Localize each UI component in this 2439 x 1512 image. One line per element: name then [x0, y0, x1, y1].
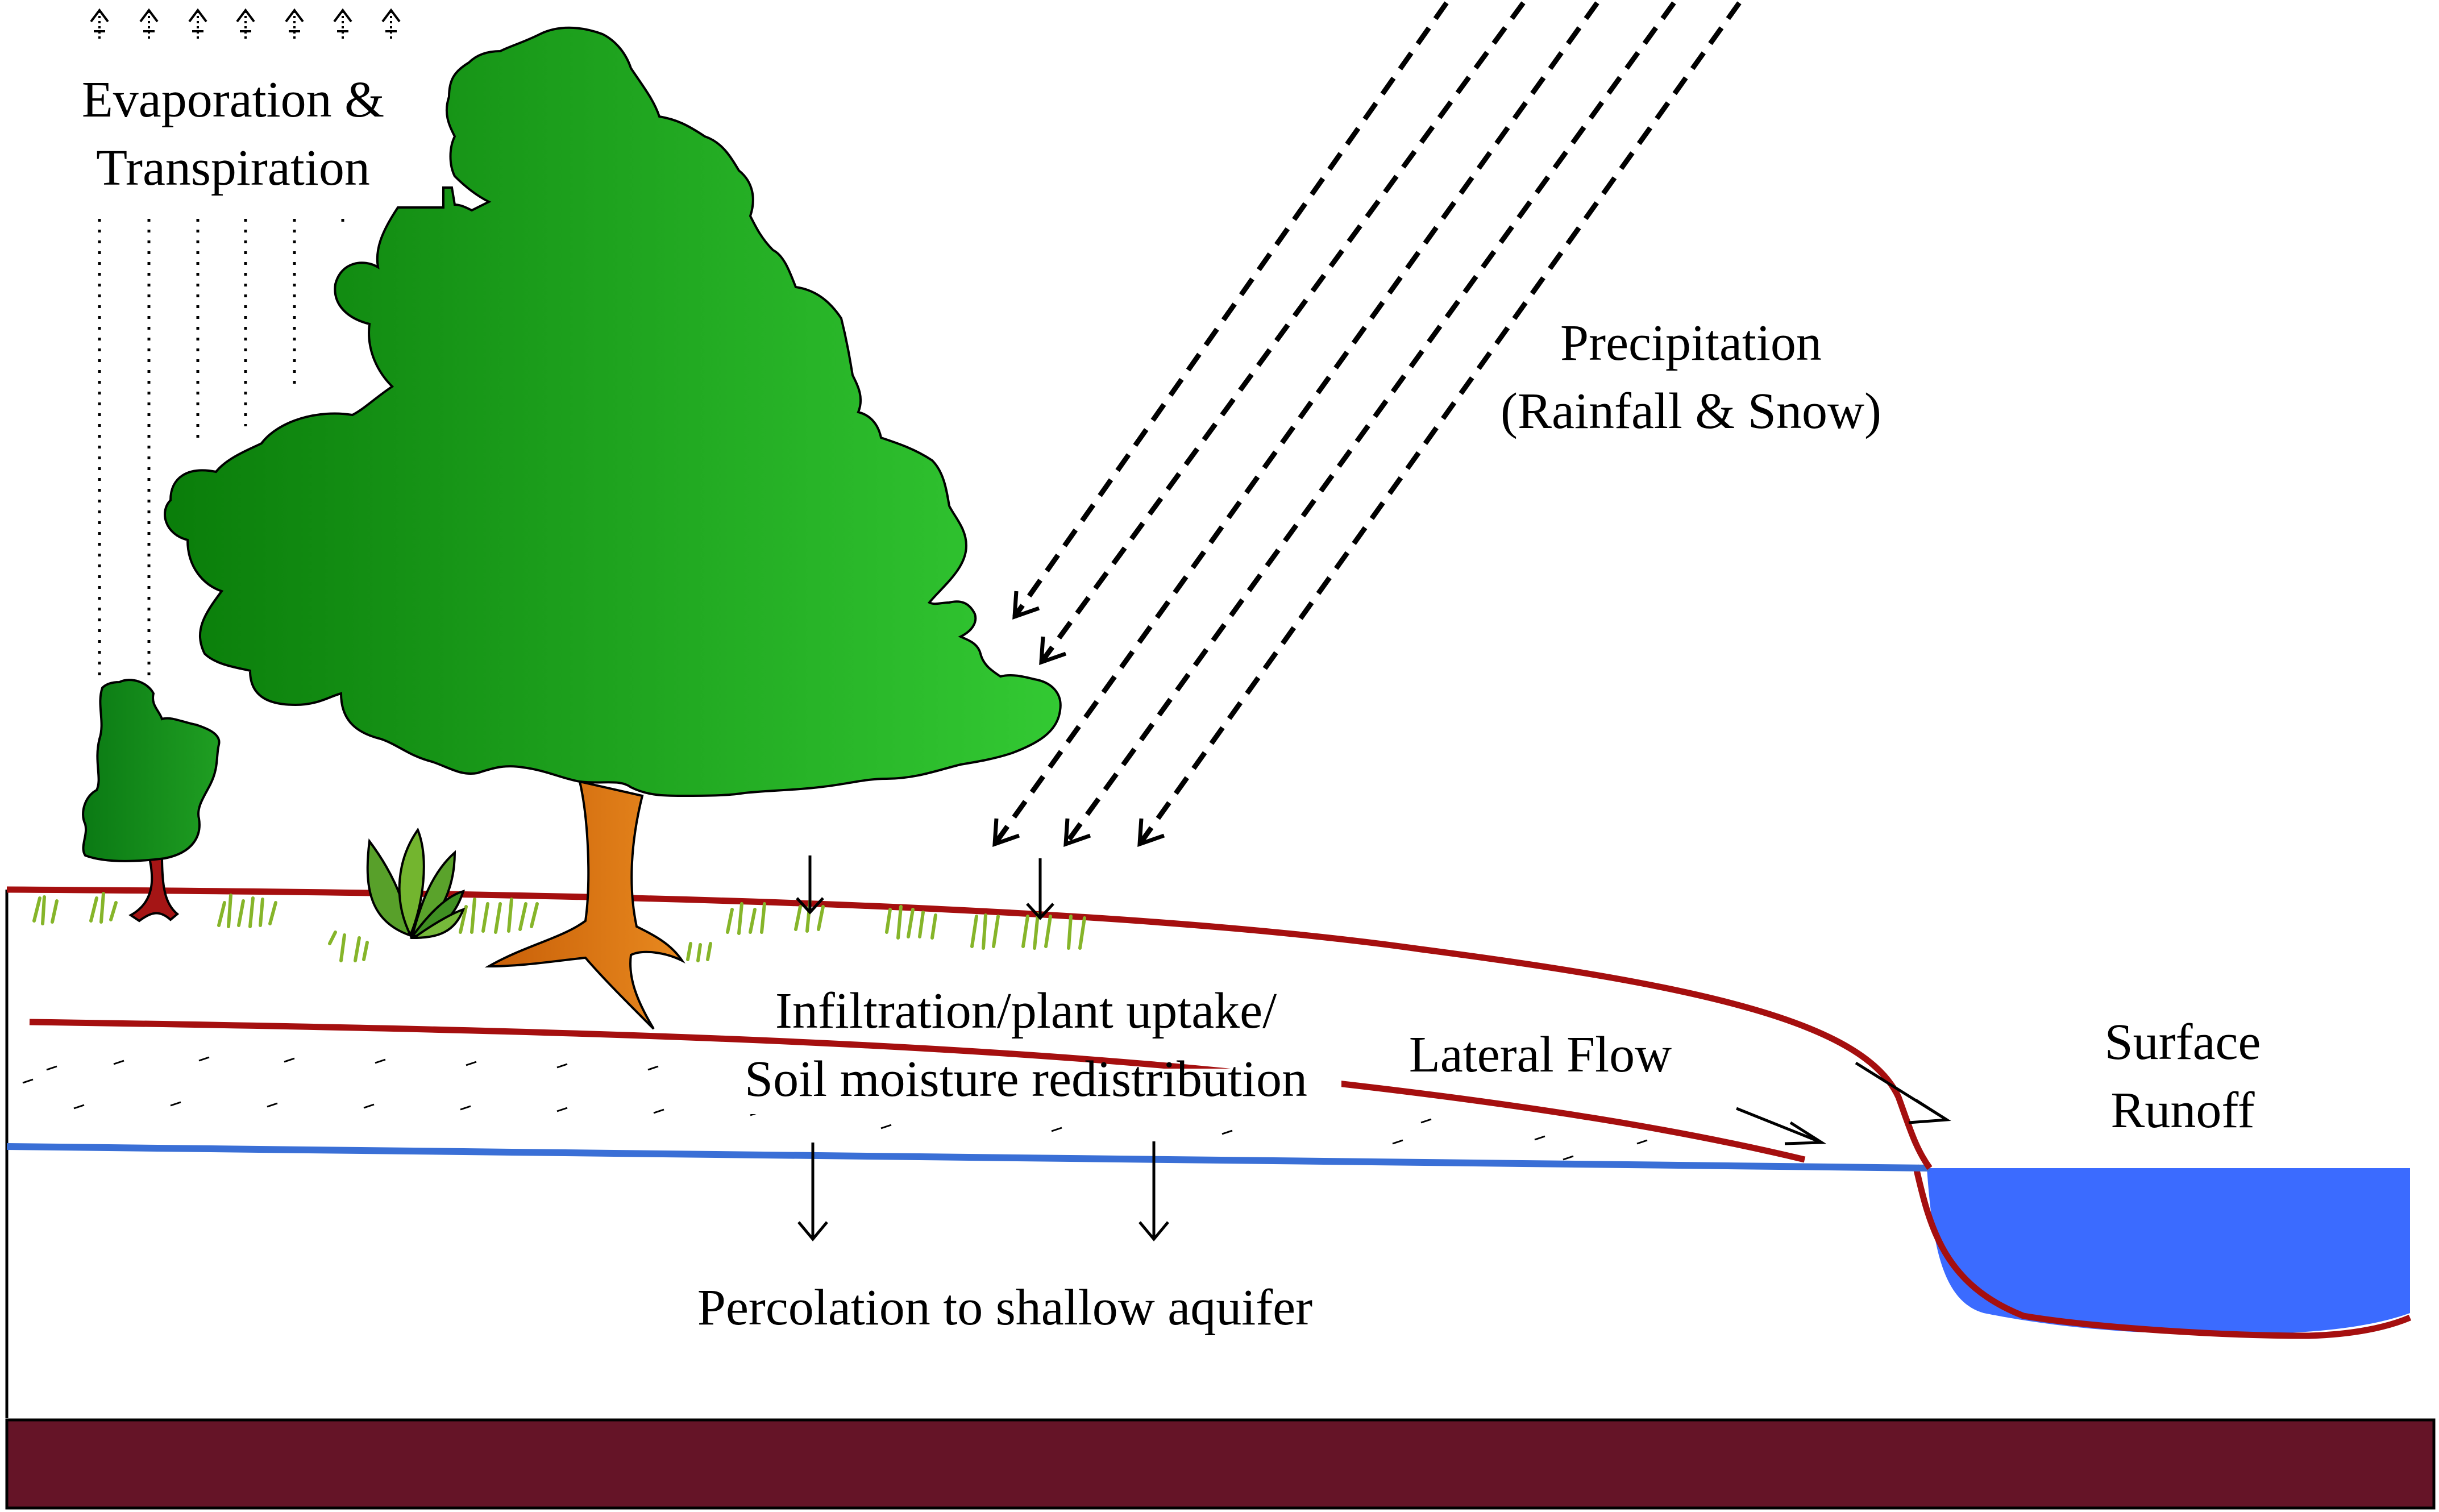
- surface-runoff-label-line1: Surface: [2105, 1014, 2261, 1070]
- small-plant: [366, 827, 466, 940]
- surface-runoff-arrow: [1855, 1061, 1951, 1124]
- infiltration-label-backdrop: [699, 1069, 1341, 1114]
- surface-runoff-label-line2: Runoff: [2110, 1082, 2254, 1139]
- precipitation-arrowheads: [992, 591, 1165, 848]
- precipitation-arrows: [992, 1, 1742, 846]
- shrub: [82, 679, 221, 923]
- tree-trunk: [484, 780, 685, 1030]
- tree-canopy: [164, 26, 1062, 797]
- infiltration-label-line1: Infiltration/plant uptake/: [775, 983, 1277, 1039]
- evaporation-flux-lines: [98, 219, 344, 676]
- surface-water-body: [1927, 1168, 2410, 1335]
- infiltration-arrows: [796, 855, 1054, 920]
- root-zone-boundary-line: [29, 1019, 1806, 1163]
- water-table-line: [6, 1143, 1930, 1172]
- lateral-flow-label: Lateral Flow: [1409, 1027, 1672, 1083]
- infiltration-label-line2: Soil moisture redistribution: [745, 1051, 1307, 1107]
- bedrock-layer: [5, 1418, 2436, 1510]
- precipitation-label-line1: Precipitation: [1560, 315, 1822, 371]
- precipitation-label-line2: (Rainfall & Snow): [1501, 383, 1881, 439]
- percolation-label: Percolation to shallow aquifer: [697, 1280, 1312, 1336]
- lake-bed-line: [1912, 1164, 2412, 1339]
- evaporation-arrows: [90, 8, 401, 39]
- grass-tufts: [32, 892, 1086, 962]
- lateral-flow-arrow: [1736, 1107, 1827, 1145]
- evaporation-label-line2: Transpiration: [96, 140, 370, 196]
- evaporation-label-line1: Evaporation &: [82, 72, 384, 128]
- percolation-arrows: [797, 1141, 1169, 1241]
